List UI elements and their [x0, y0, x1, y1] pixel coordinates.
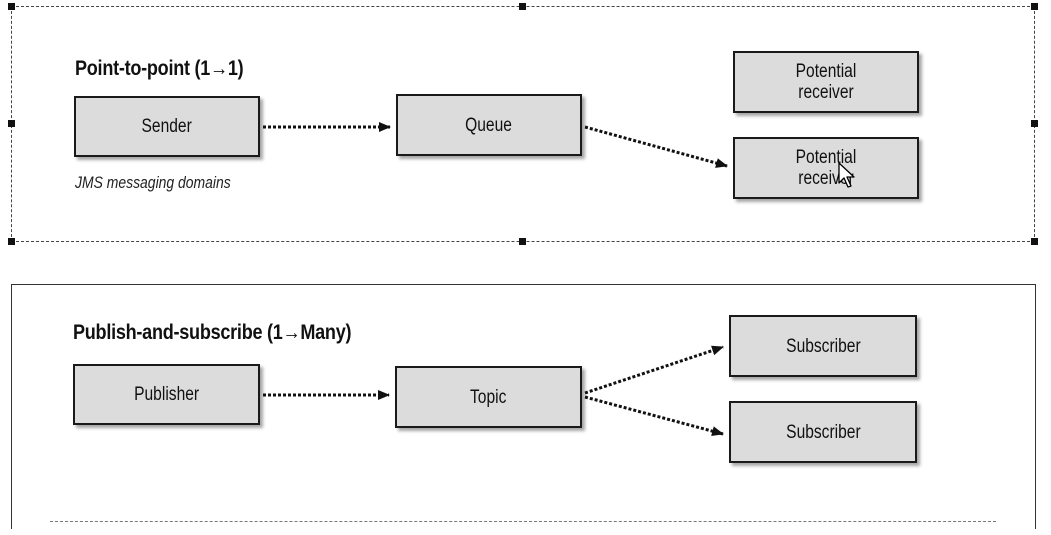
topic-to-subscriber-2-arrow	[584, 395, 724, 436]
resize-handle-top-left[interactable]	[8, 3, 15, 10]
resize-handle-bottom-left[interactable]	[8, 238, 15, 245]
publisher-box: Publisher	[73, 364, 260, 425]
resize-handle-top-right[interactable]	[1031, 3, 1038, 10]
potential-receiver-box-1: Potential receiver	[733, 51, 919, 113]
topic-label: Topic	[470, 386, 507, 408]
sender-box: Sender	[74, 96, 260, 157]
topic-box: Topic	[395, 366, 582, 428]
queue-to-receiver-arrow	[584, 125, 728, 168]
resize-handle-middle-right[interactable]	[1031, 120, 1038, 127]
topic-to-subscriber-1-arrow	[584, 345, 724, 395]
subscriber-label-1: Subscriber	[785, 335, 861, 357]
subscriber-box-1: Subscriber	[729, 315, 917, 377]
point-to-point-title: Point-to-point (1→1)	[75, 57, 244, 80]
mouse-pointer-icon	[838, 162, 855, 188]
subscriber-label-2: Subscriber	[785, 421, 861, 443]
resize-handle-middle-left[interactable]	[8, 120, 15, 127]
bottom-divider	[50, 521, 996, 522]
queue-label: Queue	[465, 114, 513, 136]
resize-handle-bottom-right[interactable]	[1031, 238, 1038, 245]
subscriber-box-2: Subscriber	[729, 401, 917, 463]
publish-subscribe-title: Publish-and-subscribe (1→Many)	[73, 321, 352, 344]
potential-receiver-label-1: Potential receiver	[795, 61, 857, 103]
resize-handle-top-middle[interactable]	[519, 3, 526, 10]
jms-domains-caption: JMS messaging domains	[75, 173, 231, 192]
potential-receiver-box-2: Potential receiver	[733, 137, 919, 199]
publish-subscribe-frame	[11, 284, 1036, 529]
publisher-label: Publisher	[134, 384, 199, 405]
resize-handle-bottom-middle[interactable]	[519, 238, 526, 245]
queue-box: Queue	[396, 94, 582, 156]
sender-label: Sender	[141, 116, 193, 137]
